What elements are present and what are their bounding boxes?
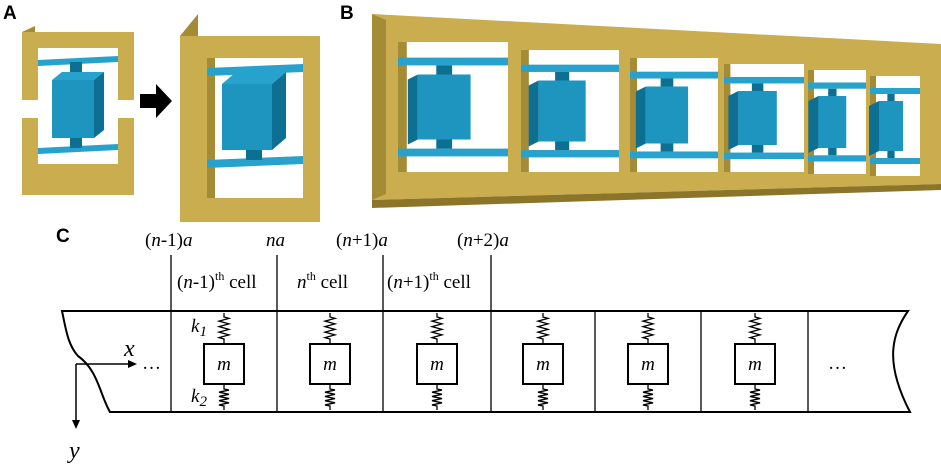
mass-spring-unit: m — [734, 313, 776, 410]
spring — [535, 313, 551, 343]
spring — [642, 385, 654, 410]
position-label-n-plus-2: (n+2)a — [457, 230, 509, 251]
chain-cells — [398, 42, 920, 176]
spring — [537, 385, 549, 410]
spring — [747, 313, 763, 343]
chain-cell — [630, 58, 718, 172]
chain-cell — [808, 70, 866, 174]
axis-label-x: x — [123, 336, 135, 362]
panel-label-a: A — [3, 3, 17, 24]
mass-block — [522, 343, 564, 385]
arrow-icon — [140, 84, 172, 118]
mass-spring-unit: m — [416, 313, 458, 410]
y-arrow-icon — [72, 420, 80, 429]
spring-label-k2: k2 — [191, 386, 207, 410]
mass-label: m — [641, 354, 655, 375]
spring — [749, 385, 761, 410]
mass-block — [309, 343, 351, 385]
cell-label-n: nth cell — [297, 269, 348, 293]
cell-label-n-plus-1: (n+1)th cell — [387, 269, 471, 293]
spring — [322, 313, 338, 343]
mass-block — [203, 343, 245, 385]
spring-label-k1: k1 — [191, 316, 207, 340]
mass-label: m — [217, 354, 231, 375]
mass-label: m — [430, 354, 444, 375]
position-label-n-minus-1: (n-1)a — [145, 230, 192, 251]
coordinate-axes — [72, 360, 137, 429]
x-arrow-icon — [128, 360, 137, 368]
panel-label-b: B — [340, 3, 354, 24]
position-label-n-plus-1: (n+1)a — [336, 230, 388, 251]
chain-cell — [869, 76, 920, 176]
spring — [218, 385, 230, 410]
mass-spring-unit: m — [522, 313, 564, 410]
chain-cell — [521, 50, 619, 172]
spring — [324, 385, 336, 410]
ellipsis-left: … — [142, 353, 161, 374]
beam-outline — [60, 310, 912, 413]
axis-label-y: y — [67, 438, 80, 464]
mass-label: m — [748, 354, 762, 375]
panel-label-c: C — [56, 226, 70, 247]
mass-spring-unit: m — [309, 313, 351, 410]
ellipsis-right: … — [828, 353, 847, 374]
mass-block — [416, 343, 458, 385]
unit-cell-closed-frame — [180, 14, 320, 222]
mass-label: m — [323, 354, 337, 375]
metamaterial-chain-3d — [372, 14, 941, 208]
cell-label-n-minus-1: (n-1)th cell — [177, 269, 257, 293]
mass-spring-unit: m — [203, 313, 245, 410]
spring — [431, 385, 443, 410]
position-label-n: na — [266, 230, 285, 251]
unit-cell-split-frame — [20, 26, 136, 195]
chain-cell — [398, 42, 508, 172]
chain-cell — [724, 64, 804, 172]
spring — [640, 313, 656, 343]
spring — [429, 313, 445, 343]
mass-spring-unit: m — [627, 313, 669, 410]
mass-block — [627, 343, 669, 385]
mass-label: m — [536, 354, 550, 375]
spring — [216, 313, 232, 343]
mass-block — [734, 343, 776, 385]
